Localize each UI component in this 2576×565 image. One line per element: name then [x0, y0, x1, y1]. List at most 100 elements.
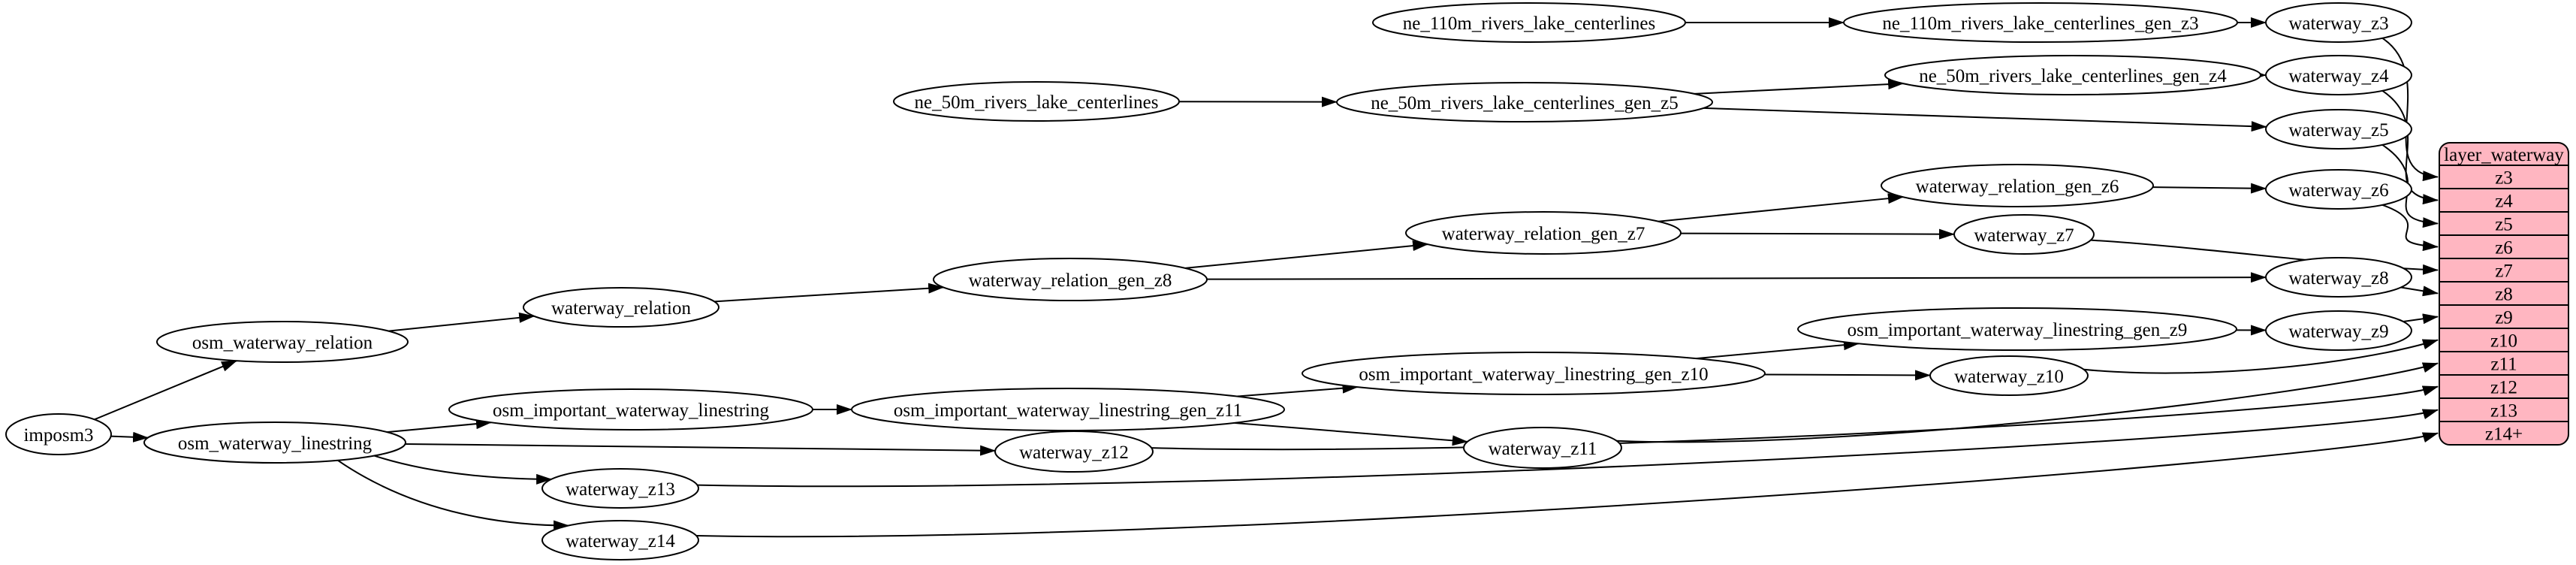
node-ellipse-waterway_z11	[1463, 427, 1622, 469]
node-label-waterway_z14: waterway_z14	[566, 531, 675, 551]
edge-osm_important_waterway_linestring_gen_z10-to-osm_important_waterway_linestring_gen_z9	[1696, 340, 1860, 360]
table-row-z14+: z14+	[2485, 425, 2523, 445]
edge-waterway_z11-to-row-z11	[1616, 362, 2439, 443]
node-ellipse-waterway_z12	[994, 431, 1154, 473]
node-label-ne_110m_rivers_lake_centerlines_gen_z3: ne_110m_rivers_lake_centerlines_gen_z3	[1882, 14, 2198, 34]
edges-layer	[94, 17, 2439, 538]
table-row-z12: z12	[2490, 378, 2517, 398]
node-ellipse-waterway_relation_gen_z6	[1881, 164, 2154, 207]
node-waterway_z4: waterway_z4	[2265, 55, 2412, 95]
node-ellipse-osm_important_waterway_linestring_gen_z11	[851, 388, 1285, 431]
node-ne_50m_rivers_lake_centerlines_gen_z4: ne_50m_rivers_lake_centerlines_gen_z4	[1884, 55, 2261, 95]
node-ellipse-waterway_z8	[2265, 257, 2412, 298]
node-label-osm_important_waterway_linestring: osm_important_waterway_linestring	[493, 400, 769, 421]
node-ellipse-osm_important_waterway_linestring	[448, 388, 813, 431]
node-label-osm_waterway_relation: osm_waterway_relation	[192, 333, 373, 353]
node-ellipse-waterway_z4	[2265, 55, 2412, 95]
node-waterway_relation_gen_z6: waterway_relation_gen_z6	[1881, 164, 2154, 207]
node-label-waterway_z7: waterway_z7	[1974, 225, 2074, 246]
edge-waterway_z8-to-row-z8	[2400, 286, 2439, 297]
node-waterway_z11: waterway_z11	[1463, 427, 1622, 469]
node-ellipse-waterway_z14	[541, 520, 699, 560]
table-row-z8: z8	[2495, 285, 2513, 305]
node-ellipse-imposm3	[5, 413, 112, 455]
edge-waterway_relation-to-waterway_relation_gen_z8	[714, 282, 945, 303]
edge-osm_waterway_linestring-to-osm_important_waterway_linestring	[387, 418, 492, 434]
edge-osm_waterway_relation-to-waterway_relation	[388, 312, 535, 332]
node-ne_50m_rivers_lake_centerlines_gen_z5: ne_50m_rivers_lake_centerlines_gen_z5	[1336, 82, 1713, 122]
edge-osm_waterway_linestring-to-waterway_z12	[405, 443, 997, 456]
node-label-ne_110m_rivers_lake_centerlines: ne_110m_rivers_lake_centerlines	[1403, 14, 1655, 34]
node-osm_important_waterway_linestring_gen_z10: osm_important_waterway_linestring_gen_z1…	[1302, 352, 1766, 395]
table-row-z5: z5	[2495, 215, 2513, 235]
edge-waterway_z3-to-row-z3	[2381, 37, 2439, 182]
node-osm_important_waterway_linestring: osm_important_waterway_linestring	[448, 388, 813, 431]
node-ellipse-osm_waterway_relation	[156, 321, 409, 363]
node-osm_important_waterway_linestring_gen_z9: osm_important_waterway_linestring_gen_z9	[1797, 307, 2237, 351]
nodes-layer: imposm3 osm_waterway_relation osm_waterway…	[5, 2, 2412, 560]
node-ellipse-waterway_z10	[1929, 355, 2089, 396]
node-label-waterway_relation_gen_z7: waterway_relation_gen_z7	[1442, 224, 1645, 244]
table-row-z10: z10	[2490, 331, 2517, 352]
edge-ne_50m_rivers_lake_centerlines_gen_z5-to-ne_50m_rivers_lake_centerlines_gen_z4	[1694, 79, 1905, 95]
node-ellipse-waterway_z5	[2265, 109, 2412, 150]
node-waterway_z10: waterway_z10	[1929, 355, 2089, 396]
node-ellipse-ne_110m_rivers_lake_centerlines	[1372, 2, 1686, 43]
table-row-z4: z4	[2495, 192, 2513, 212]
node-ellipse-ne_50m_rivers_lake_centerlines_gen_z4	[1884, 55, 2261, 95]
node-ellipse-waterway_relation_gen_z7	[1405, 211, 1682, 255]
node-label-waterway_relation: waterway_relation	[551, 298, 692, 319]
table-title: layer_waterway	[2444, 145, 2564, 165]
node-label-waterway_z13: waterway_z13	[566, 479, 675, 500]
table-row-z7: z7	[2495, 261, 2513, 282]
node-label-imposm3: imposm3	[23, 425, 93, 446]
node-ellipse-osm_waterway_linestring	[143, 421, 406, 464]
node-label-waterway_relation_gen_z8: waterway_relation_gen_z8	[969, 270, 1172, 291]
edge-waterway_z6-to-row-z6	[2381, 204, 2439, 252]
node-ellipse-waterway_relation_gen_z8	[933, 258, 1208, 301]
edge-waterway_z10-to-row-z10	[2083, 339, 2439, 374]
node-waterway_relation_gen_z8: waterway_relation_gen_z8	[933, 258, 1208, 301]
node-label-waterway_relation_gen_z6: waterway_relation_gen_z6	[1916, 177, 2119, 197]
edge-osm_waterway_linestring-to-waterway_z13	[373, 455, 553, 485]
edge-waterway_relation_gen_z8-to-waterway_relation_gen_z7	[1185, 240, 1429, 269]
node-ellipse-waterway_z9	[2265, 310, 2412, 351]
table-row-z11: z11	[2490, 355, 2517, 375]
node-ellipse-osm_important_waterway_linestring_gen_z9	[1797, 307, 2237, 351]
node-label-waterway_z3: waterway_z3	[2288, 14, 2388, 34]
node-waterway_z12: waterway_z12	[994, 431, 1154, 473]
edge-imposm3-to-osm_waterway_relation	[94, 360, 238, 421]
node-label-ne_50m_rivers_lake_centerlines: ne_50m_rivers_lake_centerlines	[915, 92, 1159, 113]
node-ellipse-waterway_z6	[2265, 169, 2412, 210]
node-label-osm_important_waterway_linestring_gen_z9: osm_important_waterway_linestring_gen_z9	[1848, 320, 2188, 340]
node-waterway_relation_gen_z7: waterway_relation_gen_z7	[1405, 211, 1682, 255]
edge-imposm3-to-osm_waterway_linestring	[110, 431, 149, 443]
node-waterway_z7: waterway_z7	[1953, 214, 2095, 255]
node-osm_waterway_linestring: osm_waterway_linestring	[143, 421, 406, 464]
edge-waterway_z9-to-row-z9	[2403, 313, 2439, 325]
node-waterway_relation: waterway_relation	[523, 287, 719, 328]
node-label-waterway_z11: waterway_z11	[1489, 439, 1597, 459]
node-label-osm_waterway_linestring: osm_waterway_linestring	[178, 434, 373, 454]
edge-waterway_z14-to-row-z14+	[696, 432, 2439, 538]
node-ne_110m_rivers_lake_centerlines_gen_z3: ne_110m_rivers_lake_centerlines_gen_z3	[1843, 2, 2238, 43]
edge-osm_important_waterway_linestring_gen_z11-to-osm_important_waterway_linestring_gen_z10	[1237, 382, 1359, 397]
node-waterway_z9: waterway_z9	[2265, 310, 2412, 351]
node-osm_important_waterway_linestring_gen_z11: osm_important_waterway_linestring_gen_z1…	[851, 388, 1285, 431]
node-label-waterway_z10: waterway_z10	[1954, 367, 2064, 387]
edge-osm_important_waterway_linestring_gen_z11-to-waterway_z11	[1234, 421, 1468, 446]
edge-waterway_relation_gen_z6-to-waterway_z6	[2152, 183, 2267, 194]
node-waterway_z3: waterway_z3	[2265, 2, 2412, 43]
node-label-waterway_z4: waterway_z4	[2288, 66, 2389, 86]
edge-waterway_relation_gen_z8-to-waterway_z8	[1206, 272, 2267, 283]
edge-ne_50m_rivers_lake_centerlines_gen_z5-to-waterway_z5	[1703, 107, 2267, 132]
table-row-z9: z9	[2495, 308, 2513, 328]
node-label-waterway_z8: waterway_z8	[2288, 268, 2388, 289]
node-waterway_z13: waterway_z13	[541, 468, 699, 509]
table-row-z3: z3	[2495, 168, 2513, 189]
node-label-osm_important_waterway_linestring_gen_z10: osm_important_waterway_linestring_gen_z1…	[1359, 364, 1708, 385]
edge-waterway_z13-to-row-z13	[697, 409, 2439, 488]
node-ellipse-osm_important_waterway_linestring_gen_z10	[1302, 352, 1766, 395]
table-row-z13: z13	[2490, 401, 2517, 421]
